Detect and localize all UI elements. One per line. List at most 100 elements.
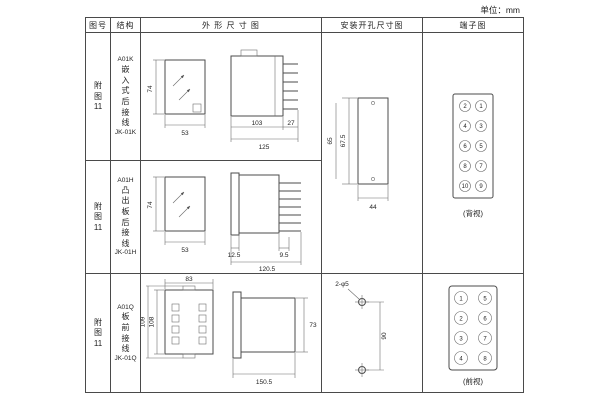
structure-code: A01K	[117, 56, 134, 64]
structure-text: 接	[121, 333, 130, 343]
terminal-number: 8	[483, 356, 487, 362]
structure-code: JK-01Q	[114, 354, 137, 362]
figure-no-text: 图	[94, 212, 102, 222]
view-label: (前视)	[463, 376, 483, 386]
terminal-number: 6	[483, 316, 487, 322]
terminal-number: 7	[479, 164, 483, 170]
structure-cell: A01K 嵌 入 式 后 接 线 JK-01K	[110, 32, 141, 161]
terminal-number: 4	[459, 356, 463, 362]
header-terminal: 端子图	[422, 17, 524, 33]
structure-text: 后	[121, 217, 130, 227]
header-outline: 外 形 尺 寸 图	[140, 17, 322, 33]
dim-side-height-label: 73	[309, 322, 317, 329]
terminal-diagram-rear: 2 1 4 3 6 5 8 7 10 9 (背视)	[452, 93, 494, 218]
figure-no-text: 图	[94, 328, 102, 338]
structure-text: 线	[121, 344, 130, 354]
terminal-circles: 1 5 2 6 3 7 4 8	[454, 291, 492, 365]
dim-lines: 12.5 9.5 120.5	[228, 232, 302, 273]
terminal-circles: 2 1 4 3 6 5 8 7 10 9	[459, 100, 487, 192]
terminal-number: 7	[483, 336, 487, 342]
terminal-number: 1	[479, 104, 483, 110]
structure-cell: A01Q 板 前 接 线 JK-01Q	[110, 273, 141, 393]
view-label: (背视)	[463, 208, 483, 218]
unit-label: 单位：mm	[480, 5, 520, 15]
terminal-number: 2	[459, 316, 463, 322]
structure-code: A01H	[117, 176, 134, 184]
figure-no-text: 图	[94, 91, 102, 101]
terminal-block-outline	[452, 93, 494, 199]
dim-width-label: 83	[185, 276, 193, 283]
dim-hole-spacing-label: 90	[381, 332, 388, 340]
figure-no-text: 11	[93, 338, 103, 348]
header-mounting: 安装开孔尺寸图	[321, 17, 423, 33]
figure-no-cell: 附 图 11	[85, 160, 111, 274]
dim-height-label: 74	[147, 85, 154, 93]
outline-cell-jk01q: 83 108	[140, 273, 322, 393]
row-jk01q: 附 图 11 A01Q 板 前 接 线 JK-01Q	[85, 273, 524, 393]
outline-cell-jk01k: 74 53	[140, 32, 322, 161]
outline-drawing-jk01h: 74 53	[147, 172, 302, 273]
dim-lines: 90 2-φ5	[335, 281, 388, 371]
structure-text: 板	[121, 206, 130, 216]
panel-cutout	[357, 97, 389, 185]
figure-no-text: 11	[93, 102, 103, 112]
terminal-number: 4	[463, 124, 467, 130]
dim-height-body-label: 108	[149, 316, 156, 327]
terminal-number: 9	[479, 184, 483, 190]
dim-hole-spacing-label: 65	[327, 137, 334, 145]
dim-lines: 74 53	[147, 59, 206, 137]
dim-lines: 67.5 65 44	[327, 97, 389, 211]
figure-no-cell: 附 图 11	[85, 32, 111, 161]
terminal-number: 5	[479, 144, 483, 150]
figure-no-text: 附	[94, 81, 102, 91]
outline-cell-jk01h: 74 53	[140, 160, 322, 274]
figure-no-text: 11	[93, 222, 103, 232]
mounting-hole-drawing-front: 90 2-φ5	[335, 281, 388, 377]
dim-depth-pins-label: 27	[287, 120, 295, 127]
mounting-cell-front: 90 2-φ5	[321, 273, 423, 393]
terminal-number: 10	[462, 184, 469, 190]
dim-pin-offset-label: 9.5	[279, 252, 288, 259]
side-view	[230, 172, 301, 236]
terminal-number: 3	[479, 124, 483, 130]
dim-width-label: 53	[181, 130, 189, 137]
figure-no-text: 附	[94, 317, 102, 327]
structure-text: 线	[121, 238, 130, 248]
structure-text: 嵌	[121, 65, 130, 75]
structure-code: A01Q	[117, 303, 134, 311]
mounting-holes	[355, 295, 369, 377]
dim-depth-total-label: 150.5	[256, 379, 273, 386]
mounting-hole-drawing-rear: 67.5 65 44	[327, 97, 389, 211]
terminal-number: 3	[459, 336, 463, 342]
dim-depth-total-label: 125	[259, 144, 270, 151]
terminal-number: 6	[463, 144, 467, 150]
structure-code: JK-01H	[114, 249, 137, 257]
dim-flange-label: 12.5	[228, 252, 241, 259]
header-row: 图号 结构 外 形 尺 寸 图 安装开孔尺寸图 端子图	[85, 17, 524, 33]
dim-height-label: 74	[147, 201, 154, 209]
front-view	[164, 176, 206, 232]
terminal-cell-rear: 2 1 4 3 6 5 8 7 10 9 (背视)	[422, 32, 524, 274]
dim-depth-total-label: 120.5	[259, 266, 276, 273]
dim-depth-body-label: 103	[252, 120, 263, 127]
structure-code: JK-01K	[114, 128, 137, 136]
structure-text: 式	[121, 86, 130, 96]
dimension-table: 图号 结构 外 形 尺 寸 图 安装开孔尺寸图 端子图 附 图 11 A01K …	[85, 17, 524, 393]
dim-cutout-width-label: 44	[369, 204, 377, 211]
structure-text: 线	[121, 118, 130, 128]
terminal-block-outline	[448, 285, 498, 371]
row-jk01h: 附 图 11 A01H 凸 出 板 后 接 线 JK-01H	[85, 160, 524, 274]
side-view	[232, 291, 296, 359]
structure-text: 前	[121, 322, 130, 332]
dim-cutout-height-label: 67.5	[340, 134, 347, 147]
side-view	[230, 49, 298, 116]
structure-text: 出	[121, 196, 130, 206]
hole-note-label: 2-φ5	[335, 281, 349, 288]
outline-drawing-jk01q: 83 108	[141, 276, 317, 386]
figure-no-cell: 附 图 11	[85, 273, 111, 393]
structure-text: 接	[121, 107, 130, 117]
header-figure-no: 图号	[85, 17, 111, 33]
dim-width-label: 53	[181, 247, 189, 254]
figure-no-text: 附	[94, 201, 102, 211]
row-jk01k: 附 图 11 A01K 嵌 入 式 后 接 线 JK-01K	[85, 32, 524, 274]
